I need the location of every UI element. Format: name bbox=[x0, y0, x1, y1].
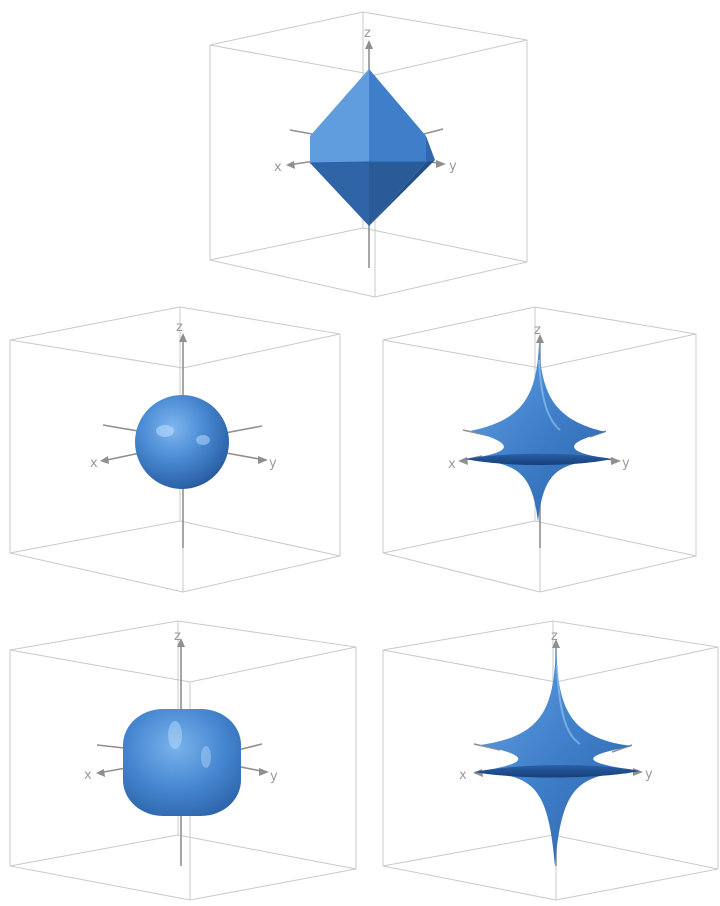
axis-label-z: z bbox=[174, 629, 181, 644]
axis-label-y: y bbox=[622, 456, 630, 471]
axis-label-z: z bbox=[534, 323, 541, 338]
axis-label-x: x bbox=[274, 160, 282, 175]
panel-octahedron: z x y bbox=[209, 11, 528, 298]
axis-label-y: y bbox=[645, 767, 653, 782]
astroid-shape bbox=[465, 342, 612, 522]
panel-sphere: z x y bbox=[9, 306, 341, 593]
axis-label-x: x bbox=[448, 457, 456, 472]
axis-label-x: x bbox=[459, 768, 467, 783]
panel-astroid-small: z x y bbox=[382, 306, 697, 593]
panel-astroid-large: z x y bbox=[382, 620, 719, 901]
axis-label-y: y bbox=[269, 456, 277, 471]
panel-superellipsoid: z x y bbox=[9, 620, 357, 901]
axis-label-z: z bbox=[364, 26, 371, 41]
sphere-shape bbox=[135, 395, 229, 489]
superellipsoid-shape bbox=[123, 709, 241, 816]
axis-label-z: z bbox=[176, 320, 183, 335]
axis-label-x: x bbox=[90, 456, 98, 471]
octahedron-shape bbox=[309, 69, 435, 226]
axes bbox=[100, 333, 268, 548]
axis-label-z: z bbox=[551, 629, 558, 644]
axis-label-y: y bbox=[270, 769, 278, 784]
axis-label-y: y bbox=[449, 159, 457, 174]
axis-label-x: x bbox=[84, 768, 92, 783]
astroid-shape bbox=[474, 645, 640, 866]
